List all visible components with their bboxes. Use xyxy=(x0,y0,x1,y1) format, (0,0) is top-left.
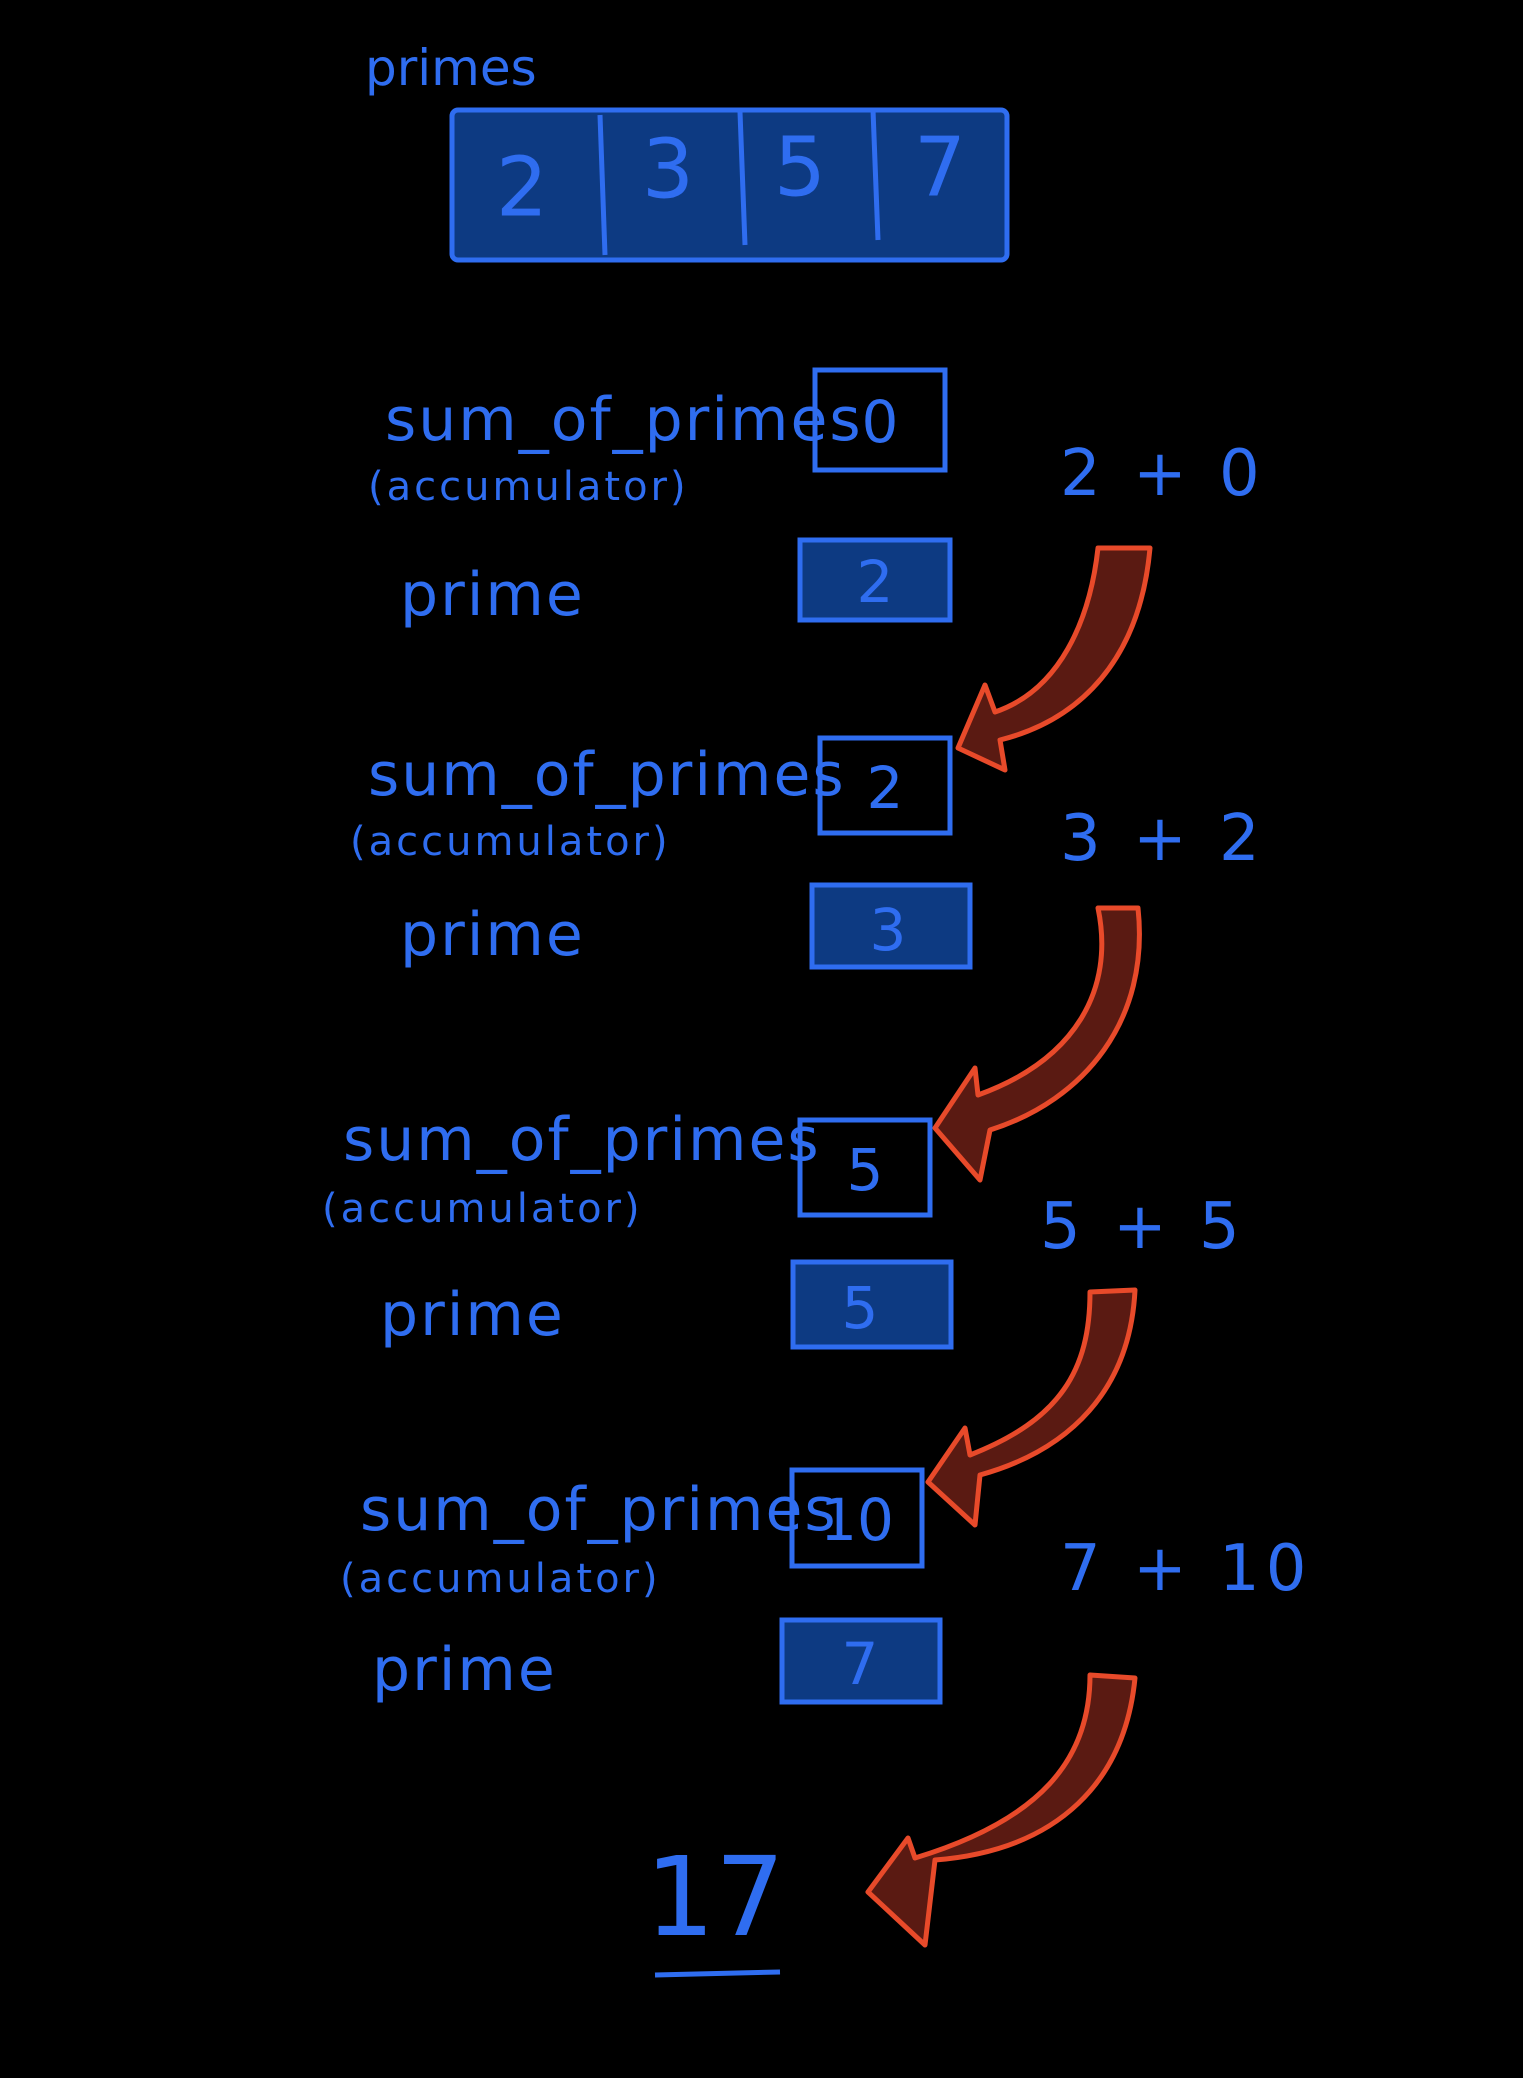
step-2: sum_of_primes (accumulator) 2 prime 3 3 … xyxy=(350,735,1266,970)
prime-box xyxy=(790,1259,954,1350)
accumulator-note: (accumulator) xyxy=(340,1556,661,1602)
step-3: sum_of_primes (accumulator) 5 prime 5 5 … xyxy=(322,1105,1246,1350)
arrow-2 xyxy=(932,905,1142,1183)
accumulator-value: 2 xyxy=(867,754,904,822)
prime-box xyxy=(797,537,953,623)
accumulator-value: 5 xyxy=(847,1136,884,1204)
array-divider xyxy=(870,109,881,241)
prime-value: 7 xyxy=(842,1630,879,1698)
accumulator-box xyxy=(812,367,948,473)
accumulator-label: sum_of_primes xyxy=(360,1475,838,1545)
prime-label: prime xyxy=(400,560,585,630)
array-cell: 5 xyxy=(774,121,826,216)
array-cell: 7 xyxy=(914,121,966,216)
accumulator-value: 10 xyxy=(820,1486,894,1554)
arrow-1 xyxy=(955,545,1153,773)
prime-label: prime xyxy=(372,1635,557,1705)
primes-array: 2 3 5 7 xyxy=(449,107,1010,263)
arrow-4 xyxy=(865,1672,1138,1948)
prime-label: prime xyxy=(400,900,585,970)
arrow-3 xyxy=(925,1287,1138,1528)
step-4: sum_of_primes (accumulator) 10 prime 7 7… xyxy=(340,1467,1312,1705)
accumulator-label: sum_of_primes xyxy=(385,385,863,455)
array-cell: 3 xyxy=(642,123,694,218)
accumulator-label: sum_of_primes xyxy=(368,740,846,810)
accumulator-note: (accumulator) xyxy=(368,464,689,510)
accumulator-box xyxy=(789,1467,925,1569)
array-divider xyxy=(597,114,608,256)
accumulator-box xyxy=(797,1117,933,1218)
operation: 7 + 10 xyxy=(1060,1532,1312,1606)
accumulator-box xyxy=(817,735,953,836)
operation: 3 + 2 xyxy=(1060,802,1266,876)
result-value: 17 xyxy=(645,1833,785,1961)
final-result: 17 xyxy=(645,1833,785,1978)
prime-value: 2 xyxy=(857,548,894,616)
operation: 5 + 5 xyxy=(1040,1190,1246,1264)
prime-box xyxy=(809,882,973,970)
accumulator-value: 0 xyxy=(862,388,899,456)
array-cell: 2 xyxy=(496,141,548,236)
prime-box xyxy=(779,1617,943,1705)
operation: 2 + 0 xyxy=(1060,437,1266,511)
array-divider xyxy=(737,111,748,246)
prime-value: 3 xyxy=(870,896,907,964)
result-underline xyxy=(654,1969,781,1978)
accumulator-label: sum_of_primes xyxy=(343,1105,821,1175)
array-box xyxy=(449,107,1010,263)
prime-label: prime xyxy=(380,1280,565,1350)
accumulator-note: (accumulator) xyxy=(350,819,671,865)
accumulator-note: (accumulator) xyxy=(322,1186,643,1232)
step-1: sum_of_primes (accumulator) 0 prime 2 2 … xyxy=(368,367,1266,630)
array-label: primes xyxy=(365,39,537,97)
prime-value: 5 xyxy=(842,1274,879,1342)
